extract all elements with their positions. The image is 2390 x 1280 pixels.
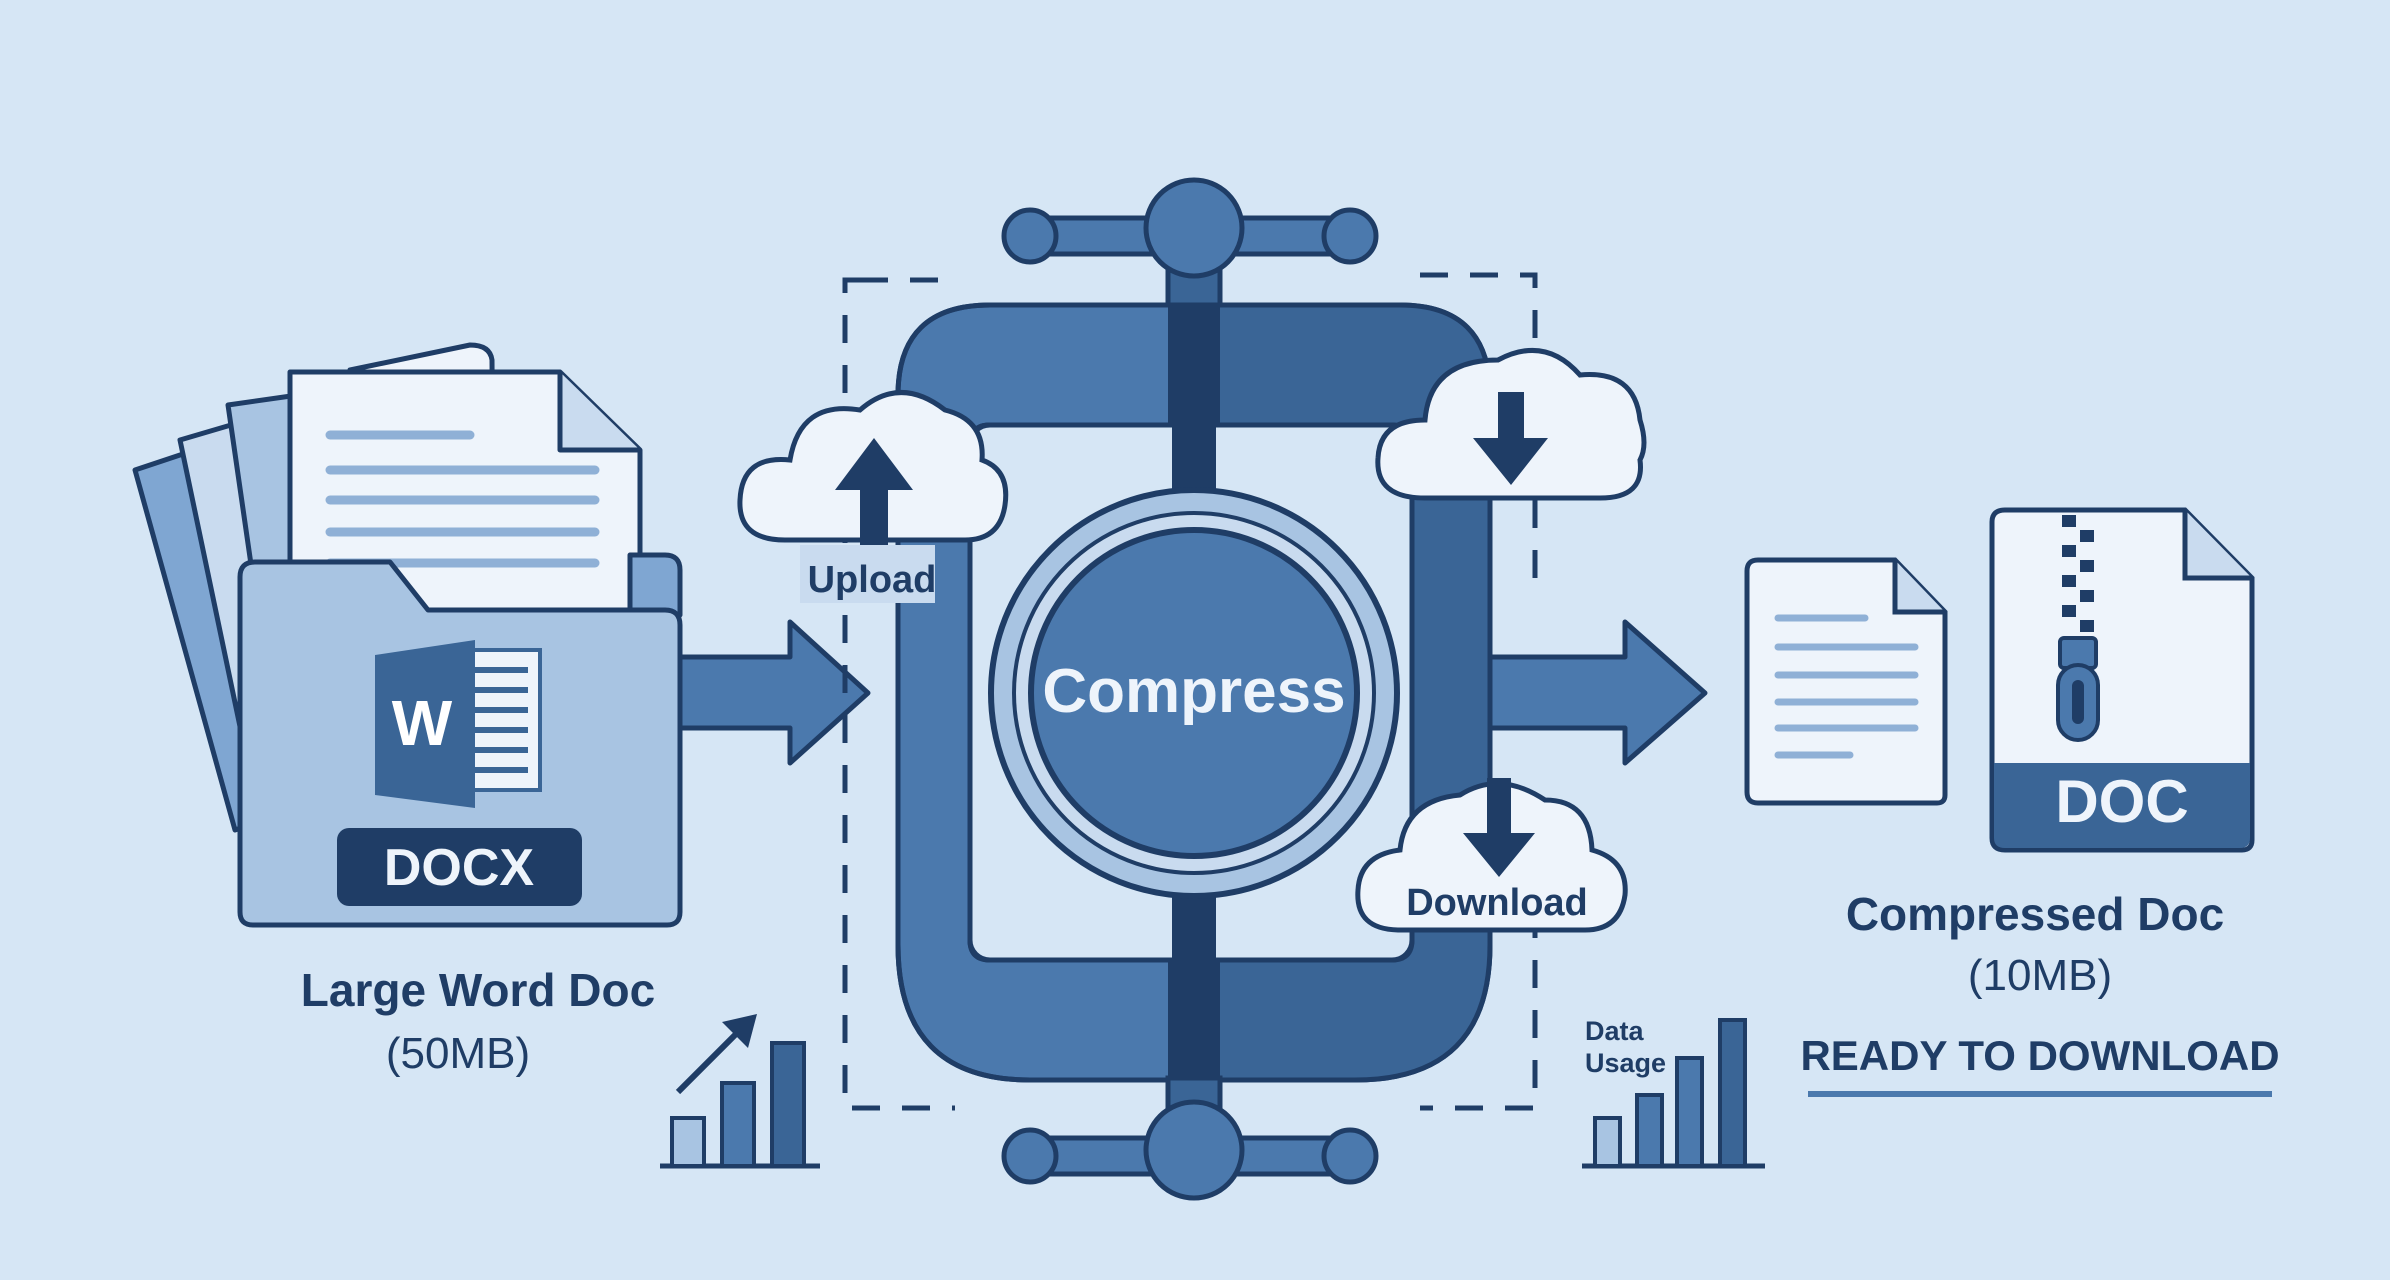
data-usage-label-2: Usage xyxy=(1585,1048,1666,1078)
docx-badge-label: DOCX xyxy=(384,839,535,897)
source-size: (50MB) xyxy=(386,1029,530,1078)
download-cloud-icon[interactable] xyxy=(1375,347,1647,501)
word-icon: W xyxy=(375,640,542,808)
source-title: Large Word Doc xyxy=(301,964,655,1016)
data-usage-label-1: Data xyxy=(1585,1016,1645,1046)
dashed-frame-left xyxy=(842,277,955,1111)
document-icon xyxy=(1744,557,1948,806)
compress-label: Compress xyxy=(1042,657,1345,726)
doc-badge-label: DOC xyxy=(2055,768,2188,835)
ready-to-download-link[interactable]: READY TO DOWNLOAD xyxy=(1800,1032,2280,1097)
download-label: Download xyxy=(1406,882,1588,924)
word-letter: W xyxy=(392,687,453,759)
ready-label: READY TO DOWNLOAD xyxy=(1800,1032,2279,1079)
trend-arrow-icon xyxy=(675,1014,757,1095)
bar-chart-icon xyxy=(660,1041,820,1169)
download-cloud-icon[interactable]: Download xyxy=(1355,778,1628,933)
zip-file-icon: DOC xyxy=(1989,507,2255,853)
docx-badge: DOCX xyxy=(337,828,582,906)
result-size: (10MB) xyxy=(1968,951,2112,1000)
compress-button[interactable]: Compress xyxy=(988,487,1400,899)
bar-chart-icon xyxy=(1582,1018,1765,1169)
result-title: Compressed Doc xyxy=(1846,888,2224,940)
upload-label: Upload xyxy=(808,559,937,601)
arrow-right-icon xyxy=(1487,619,1708,766)
dashed-frame-right xyxy=(1420,272,1538,1111)
upload-cloud-icon[interactable]: Upload xyxy=(737,390,1009,604)
arrow-right-icon xyxy=(677,619,871,766)
